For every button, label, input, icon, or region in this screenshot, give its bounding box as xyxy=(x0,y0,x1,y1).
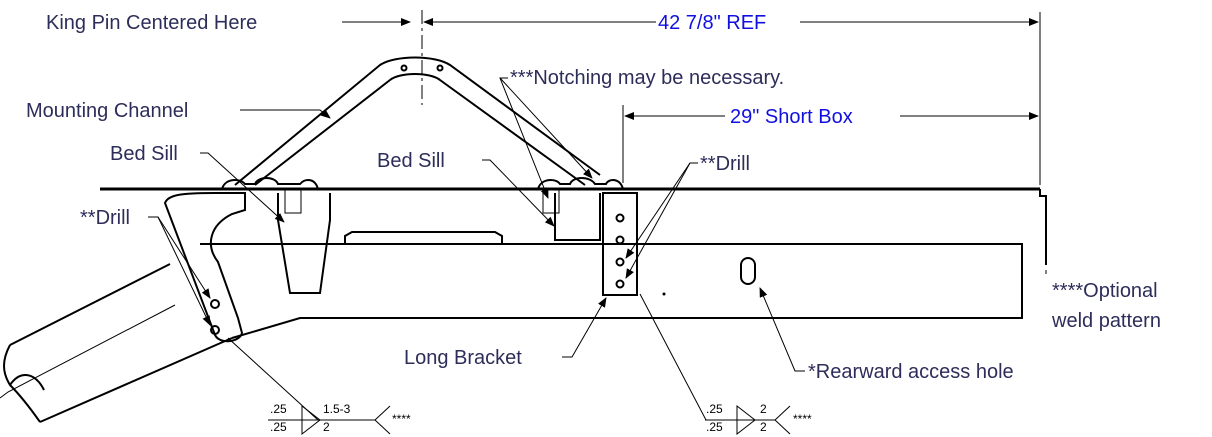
bolt-left xyxy=(284,188,302,214)
rail-plate xyxy=(344,231,503,244)
bed-sill-left-label: Bed Sill xyxy=(110,143,178,165)
long-bracket-shape xyxy=(602,192,638,296)
notching-leader-2 xyxy=(499,77,593,179)
long-bracket-label: Long Bracket xyxy=(404,347,522,369)
bed-rear-edge xyxy=(1039,189,1047,265)
drill-hole-left-2 xyxy=(210,325,220,335)
mounting-channel-label: Mounting Channel xyxy=(26,100,188,122)
mounting-channel-shape xyxy=(234,56,601,186)
rearward-access-leader xyxy=(759,287,805,372)
drill-right-label: **Drill xyxy=(700,153,750,175)
weld-right-top-pitch: 2 xyxy=(760,402,767,416)
channel-foot-left xyxy=(221,177,319,190)
mounting-channel-leader xyxy=(240,109,331,119)
rearward-access-label: *Rearward access hole xyxy=(808,361,1014,383)
frame-kickup xyxy=(3,263,233,423)
front-bracket xyxy=(163,192,246,343)
frame-leader xyxy=(0,304,176,399)
optional-weld-label-line1: ****Optional xyxy=(1052,280,1158,302)
weld-right-bottom-pitch: 2 xyxy=(760,420,767,434)
drill-right-leader-2 xyxy=(625,162,691,279)
ref-dimension-label: 42 7/8" REF xyxy=(658,12,766,34)
bed-sill-left-leader xyxy=(200,152,285,223)
weld-left-tail: **** xyxy=(392,412,411,426)
bed-sill-right-leader xyxy=(482,159,555,227)
weld-symbol-right xyxy=(639,293,791,436)
frame-rail xyxy=(200,243,1023,339)
frame-dot xyxy=(662,292,666,296)
optional-weld-label-line2: weld pattern xyxy=(1051,310,1161,332)
drill-hole-left-1 xyxy=(210,299,220,309)
weld-left-bottom-size: .25 xyxy=(270,420,287,434)
short-box-label: 29" Short Box xyxy=(730,106,853,128)
bed-sill-right-label: Bed Sill xyxy=(377,150,445,172)
bracket-hole-2 xyxy=(615,235,625,245)
drill-left-leader-1 xyxy=(148,216,211,299)
bolt-right xyxy=(542,188,560,214)
weld-left-top-pitch: 1.5-3 xyxy=(323,402,351,416)
bracket-hole-1 xyxy=(615,213,625,223)
bed-sill-right-shape xyxy=(554,193,601,241)
notching-leader-1 xyxy=(499,77,549,199)
king-pin-label: King Pin Centered Here xyxy=(46,12,257,34)
drill-left-leader-2 xyxy=(157,216,211,326)
bracket-hole-4 xyxy=(615,279,625,289)
weld-right-bottom-size: .25 xyxy=(706,420,723,434)
channel-hole-1 xyxy=(400,64,408,72)
weld-left-top-size: .25 xyxy=(270,402,287,416)
long-bracket-leader xyxy=(562,297,607,358)
channel-foot-right xyxy=(537,177,624,190)
weld-left-bottom-pitch: 2 xyxy=(323,420,330,434)
notching-label: ***Notching may be necessary. xyxy=(510,67,784,89)
weld-right-top-size: .25 xyxy=(706,402,723,416)
weld-right-tail: **** xyxy=(793,412,812,426)
access-slot xyxy=(740,257,756,285)
weld-symbol-left xyxy=(227,337,391,436)
drill-left-label: **Drill xyxy=(80,207,130,229)
bracket-hole-3 xyxy=(615,257,625,267)
channel-hole-2 xyxy=(436,64,444,72)
